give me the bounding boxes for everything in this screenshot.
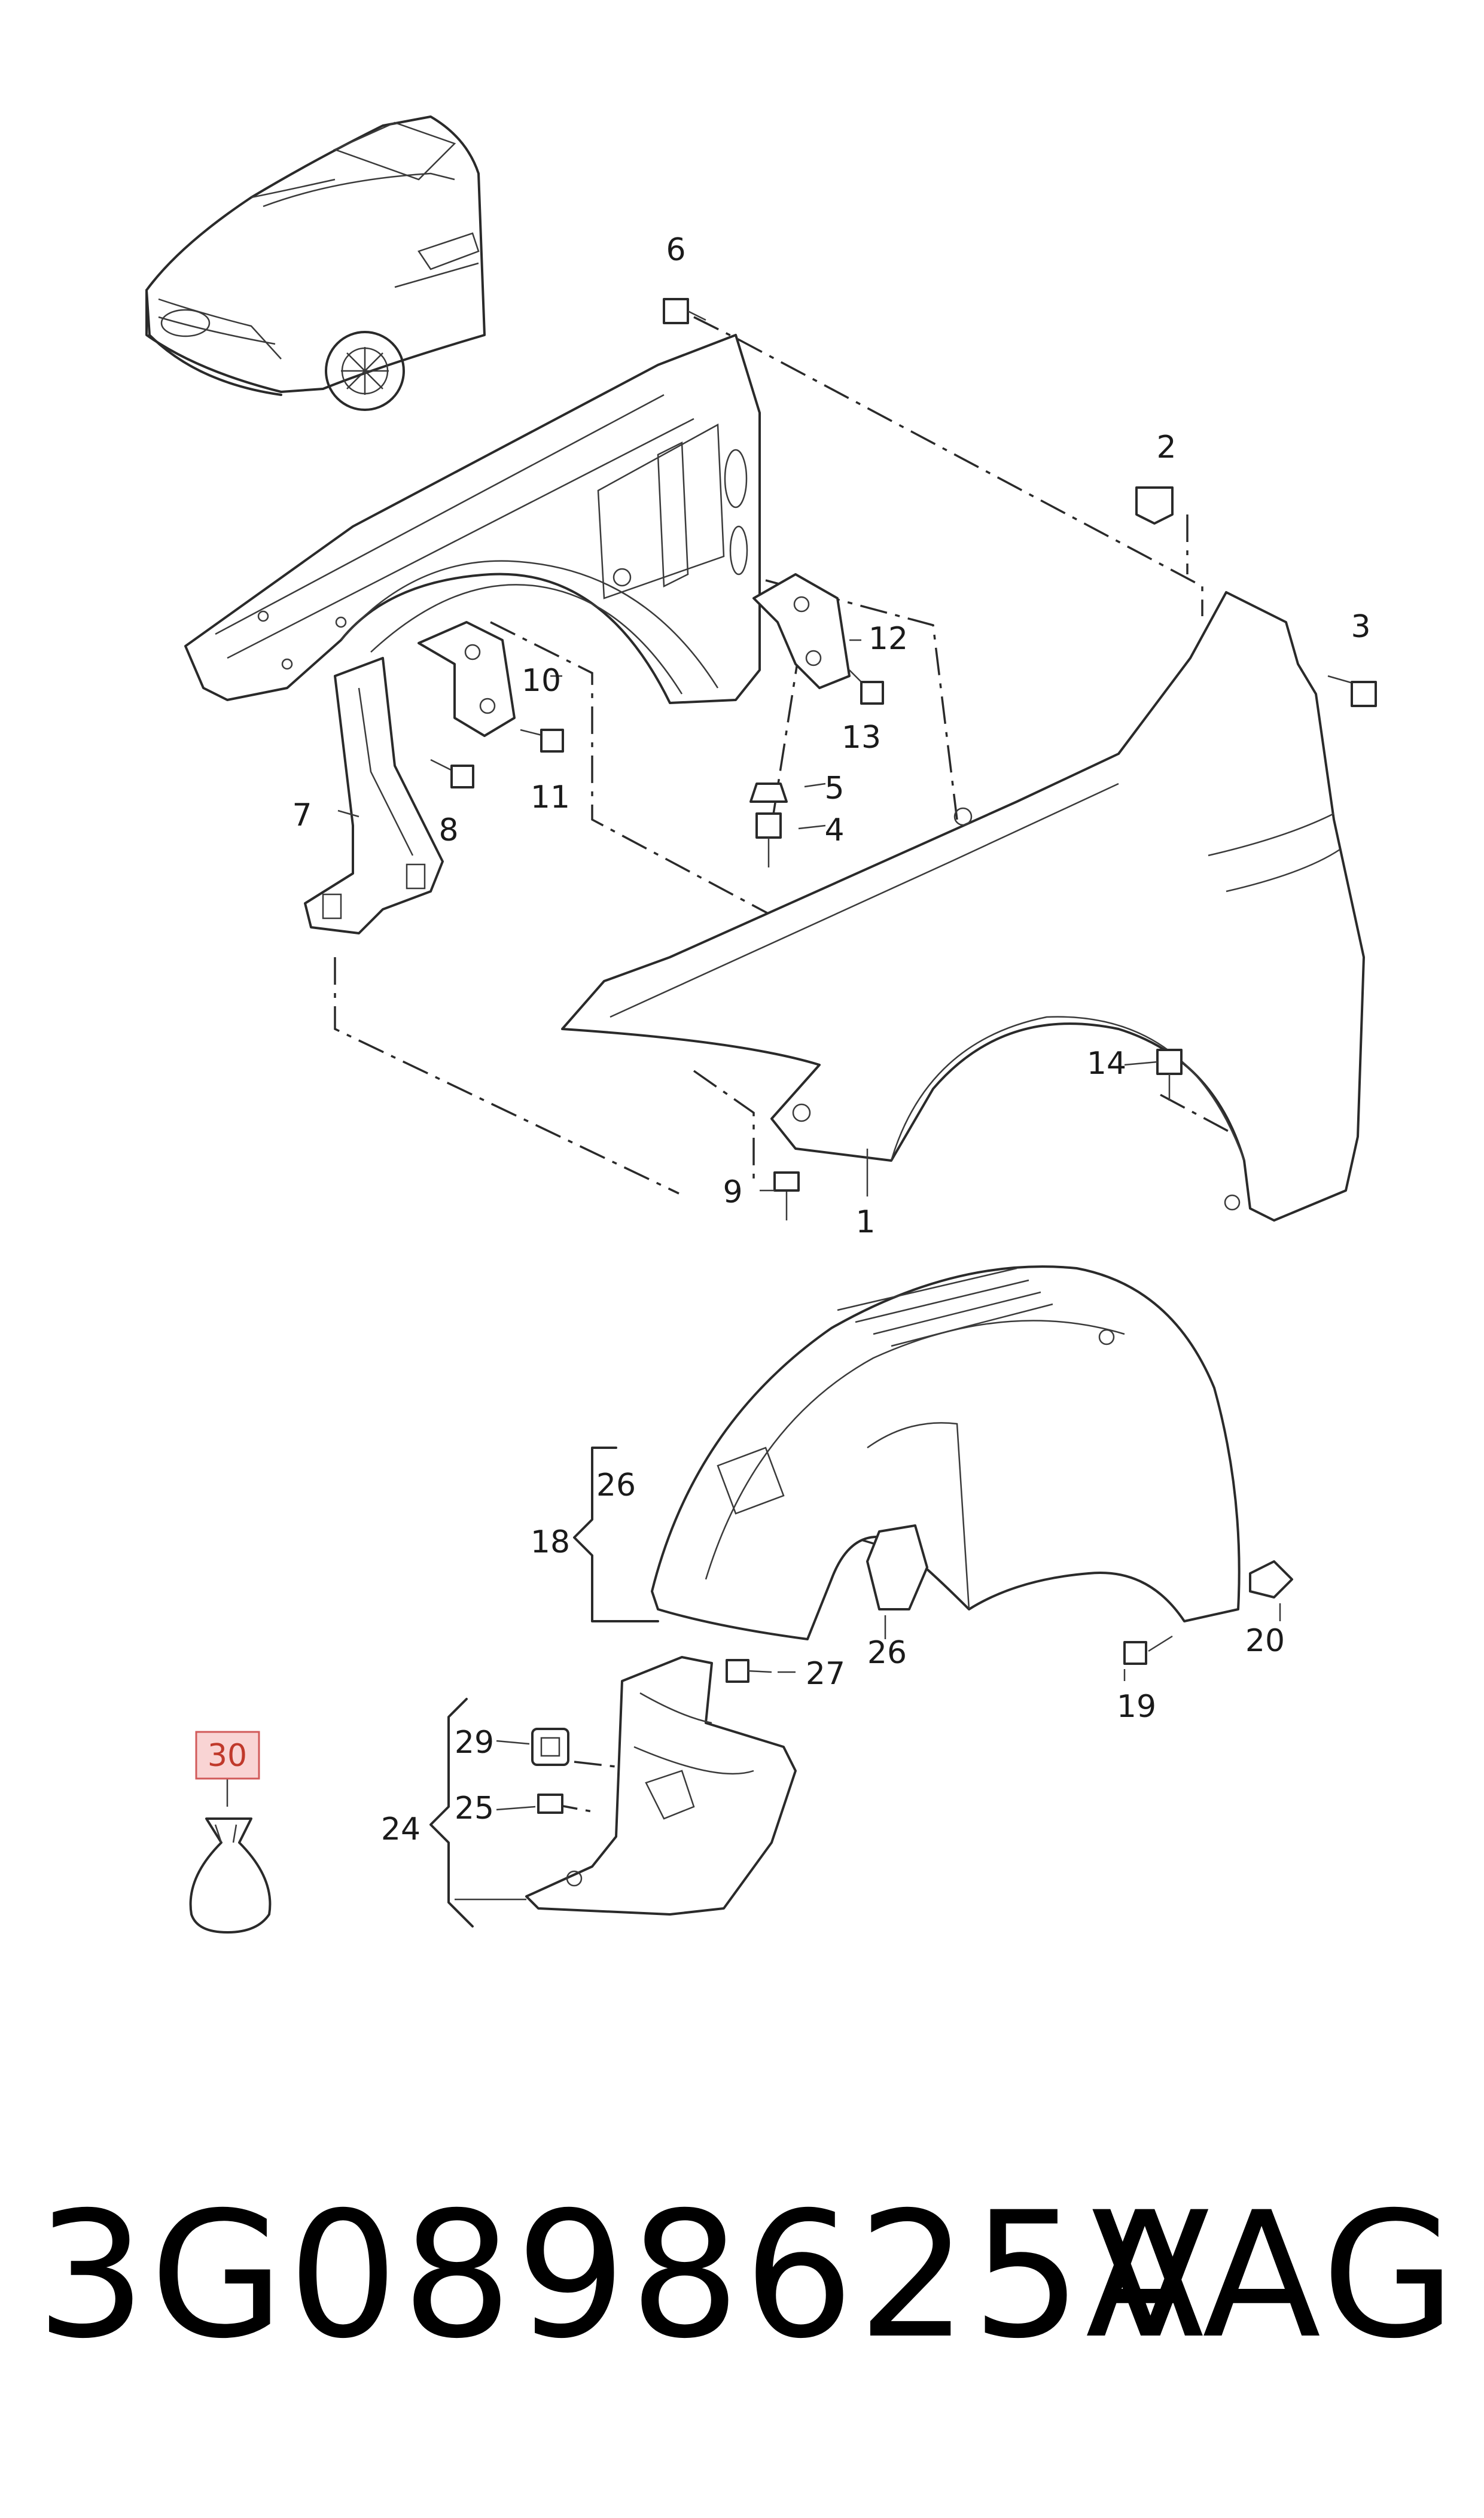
part-30-bag (189, 1817, 272, 1934)
callout-5: 5 (824, 771, 844, 806)
brand-label: VAG (1091, 2175, 1459, 2377)
callout-13: 13 (842, 720, 881, 756)
callout-labels: 1 2 3 4 5 6 7 8 9 10 11 12 13 14 18 19 2… (195, 232, 1371, 1847)
callout-7: 7 (292, 797, 312, 833)
bracket-part-7 (304, 657, 444, 934)
callout-30[interactable]: 30 (208, 1738, 247, 1774)
callout-2: 2 (1156, 430, 1176, 465)
bracket-part-10 (418, 621, 516, 737)
callout-26-upper: 26 (596, 1467, 636, 1503)
callout-25: 25 (455, 1791, 494, 1826)
fasteners (430, 298, 1377, 1814)
callout-18: 18 (531, 1524, 570, 1560)
leader-lines (226, 639, 1281, 1811)
part-number: 3G0898625A (36, 2175, 1208, 2377)
callout-6: 6 (666, 232, 685, 268)
callout-11: 11 (531, 780, 570, 815)
callout-8: 8 (438, 812, 458, 848)
callout-24: 24 (381, 1811, 420, 1847)
callout-29: 29 (455, 1725, 494, 1761)
footer: 3G0898625A VAG (36, 2190, 1459, 2417)
fender-part-1 (561, 591, 1365, 1222)
wheel-arch-liner-part-18 (651, 1265, 1241, 1640)
callout-12: 12 (869, 621, 908, 657)
car-thumbnail (145, 115, 486, 411)
group-brackets (429, 1447, 659, 1928)
callout-1: 1 (855, 1204, 875, 1240)
callout-14: 14 (1087, 1046, 1126, 1082)
callout-10: 10 (522, 663, 561, 699)
callout-19: 19 (1117, 1689, 1156, 1725)
lower-liner-part-24 (525, 1656, 797, 1916)
bracket-part-12 (752, 573, 851, 689)
callout-4: 4 (824, 812, 844, 848)
callout-30-highlight (195, 1731, 260, 1780)
callout-20: 20 (1245, 1623, 1285, 1659)
callout-27: 27 (806, 1656, 845, 1692)
callout-26-lower: 26 (867, 1635, 907, 1671)
body-structure (184, 334, 761, 704)
callout-9: 9 (723, 1174, 742, 1210)
callout-3: 3 (1351, 609, 1370, 645)
